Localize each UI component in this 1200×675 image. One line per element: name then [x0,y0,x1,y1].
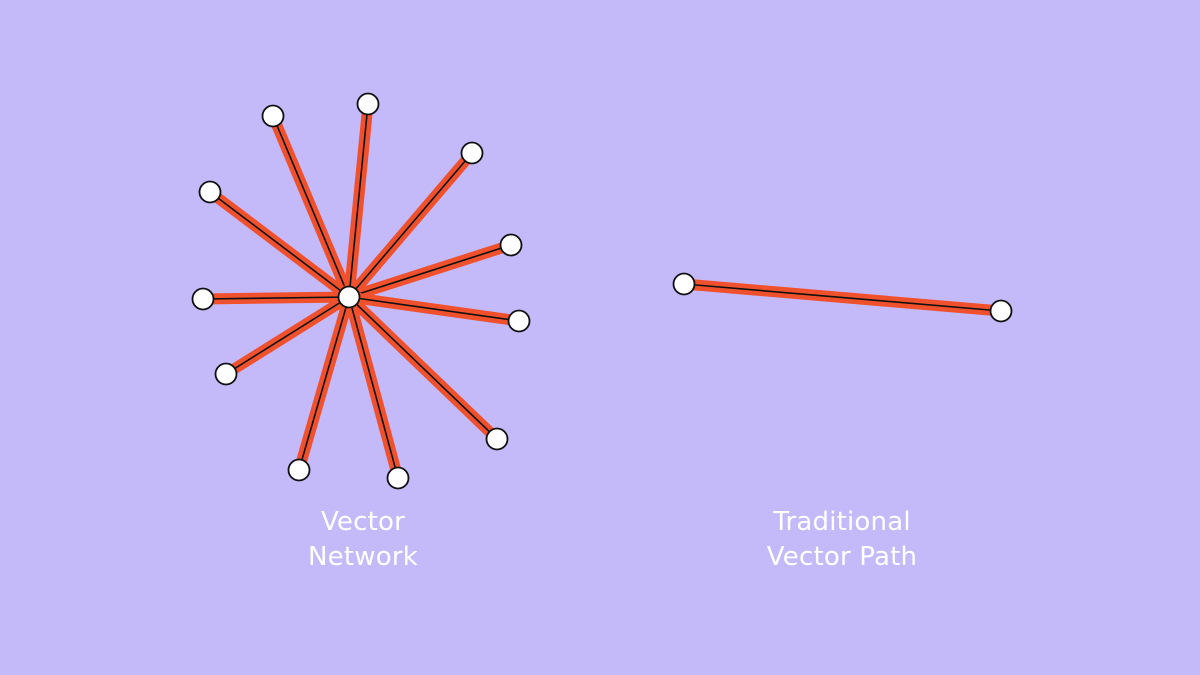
network-endpoint-node-10 [191,287,215,311]
path-end-node [989,299,1013,323]
path-segment-center-line [683,283,1002,312]
network-edge-5-center-line [348,296,520,322]
network-endpoint-node-8 [287,458,311,482]
network-edge-2-center-line [348,103,369,298]
network-edge-6-center-line [348,296,498,440]
network-endpoint-node-2 [356,92,380,116]
vector-network-diagram [191,92,531,490]
network-edge-10-center-line [202,296,350,300]
traditional-path-caption-line-1: Traditional [773,507,911,537]
vector-network-caption: Vector Network [203,505,523,575]
network-edge-1-center-line [272,115,350,298]
network-edge-8-center-line [298,296,350,471]
network-edge-9-center-line [225,296,350,375]
network-endpoint-node-7 [386,466,410,490]
path-start-node [672,272,696,296]
traditional-path-caption: Traditional Vector Path [682,505,1002,575]
network-edge-7-center-line [348,296,399,479]
network-edge-6 [345,293,501,443]
network-edge-5 [348,291,520,327]
network-edge-11-center-line [209,191,350,298]
traditional-path-caption-line-2: Vector Path [766,542,918,572]
vector-network-caption-line-1: Vector [320,507,406,537]
network-edge-7 [343,295,404,480]
network-edge-4-center-line [348,244,512,298]
network-endpoint-node-6 [485,427,509,451]
vector-network-caption-line-2: Network [308,542,418,572]
path-segment [683,278,1002,317]
traditional-vector-path-diagram [672,272,1013,323]
network-endpoint-node-11 [198,180,222,204]
network-edge-3-center-line [348,152,473,298]
network-edge-10 [202,291,350,305]
network-endpoint-node-3 [460,141,484,165]
network-edge-11 [206,187,353,302]
network-endpoint-node-1 [261,104,285,128]
network-edge-9 [223,292,352,379]
network-hub-node [337,285,361,309]
network-edge-3 [344,149,477,301]
network-edge-1 [267,113,355,300]
network-edge-2 [343,103,374,298]
network-edge-8 [293,295,355,472]
network-endpoint-node-4 [499,233,523,257]
network-edge-4 [347,239,513,303]
network-endpoint-node-9 [214,362,238,386]
network-endpoint-node-5 [507,309,531,333]
